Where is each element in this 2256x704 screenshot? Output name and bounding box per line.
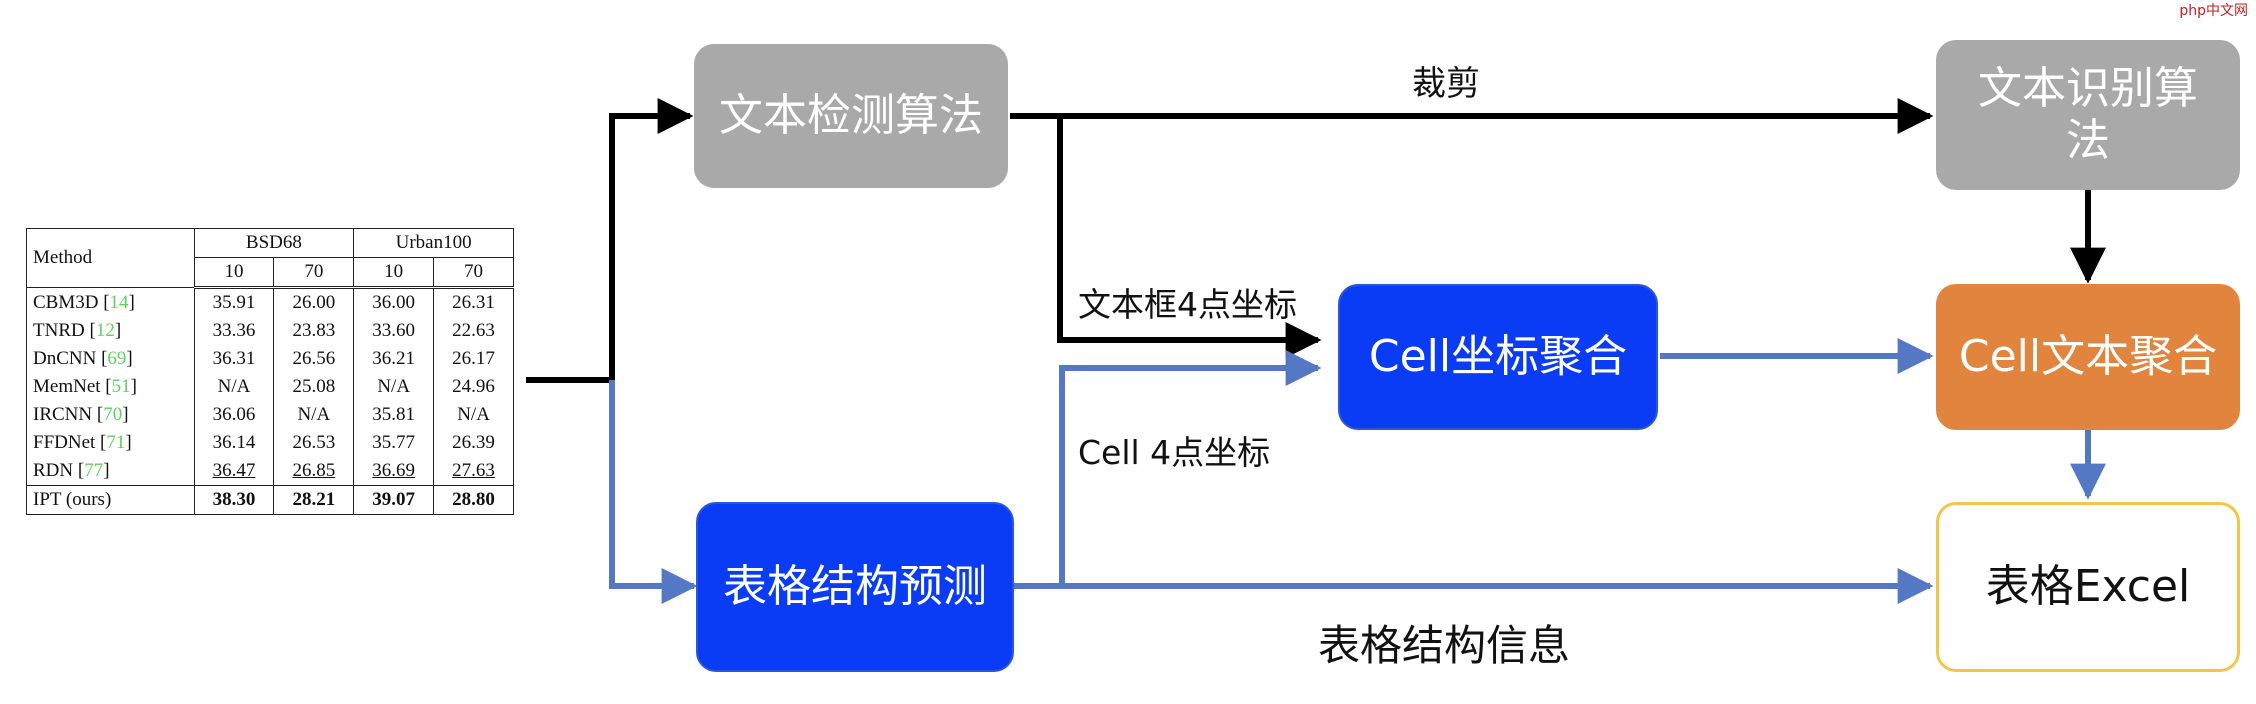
last-row-value: 28.80: [433, 485, 514, 515]
row-method: CBM3D [14]: [26, 287, 195, 317]
row-value: N/A: [353, 373, 435, 401]
row-method-name: IRCNN: [33, 404, 93, 425]
node-text-detection-label: 文本检测算法: [719, 90, 983, 141]
last-row-value: 38.30: [194, 485, 275, 515]
subheader: 70: [273, 257, 355, 289]
row-method: RDN [77]: [26, 457, 195, 486]
row-value: N/A: [457, 404, 490, 425]
row-citation: 69: [107, 348, 127, 369]
node-text-detection: 文本检测算法: [694, 44, 1008, 188]
row-value: 36.14: [194, 429, 275, 457]
row-method: FFDNet [71]: [26, 429, 195, 457]
subheader: 10: [353, 257, 435, 289]
node-text-recognition: 文本识别算法: [1936, 40, 2240, 190]
row-value: 26.17: [452, 348, 495, 369]
row-value: 35.81: [353, 401, 435, 429]
row-method: DnCNN [69]: [26, 345, 195, 373]
row-method-name: DnCNN: [33, 348, 97, 369]
row-value: 36.47: [194, 457, 275, 486]
node-text-recognition-label: 文本识别算法: [1978, 63, 2198, 166]
row-citation: 51: [111, 376, 131, 397]
method-header: Method: [26, 228, 195, 288]
row-value: 33.36: [194, 317, 275, 345]
watermark-logo: php中文网: [2179, 3, 2248, 19]
node-cell-coord-aggregation: Cell坐标聚合: [1338, 284, 1658, 430]
results-table: Method BSD68 Urban100 10 70 10 70 CBM3D …: [26, 228, 514, 515]
row-value: 36.31: [194, 345, 275, 373]
row-citation: 14: [109, 291, 129, 313]
subheader: 70: [433, 257, 514, 289]
arrow-table-to-structure: [609, 380, 698, 604]
node-table-excel-label: 表格Excel: [1985, 561, 2191, 612]
node-cell-coord-aggregation-label: Cell坐标聚合: [1368, 331, 1628, 382]
subheader: 10: [194, 257, 275, 289]
row-method-name: RDN: [33, 460, 74, 481]
row-value: 36.21: [353, 345, 435, 373]
last-row-method: IPT (ours): [26, 485, 195, 515]
row-method: MemNet [51]: [26, 373, 195, 401]
row-value: N/A: [194, 373, 275, 401]
node-cell-text-aggregation: Cell文本聚合: [1936, 284, 2240, 430]
node-cell-text-aggregation-label: Cell文本聚合: [1958, 331, 2218, 382]
row-value: N/A: [273, 401, 355, 429]
row-value: 36.06: [194, 401, 275, 429]
row-value: 25.08: [273, 373, 355, 401]
arrow-table-to-detection: [526, 98, 694, 383]
row-value: 35.91: [194, 287, 275, 317]
row-method-name: MemNet: [33, 376, 101, 397]
arrow-structure-to-cell-coord: [1059, 350, 1322, 586]
row-method: TNRD [12]: [26, 317, 195, 345]
row-value: 36.00: [353, 287, 435, 317]
row-value: 26.53: [273, 429, 355, 457]
group-header-bsd68: BSD68: [194, 228, 355, 258]
row-value: 26.56: [273, 345, 355, 373]
row-value: 22.63: [452, 320, 495, 341]
node-table-structure-prediction: 表格结构预测: [696, 502, 1014, 672]
row-method-name: CBM3D: [33, 291, 99, 313]
row-citation: 70: [103, 404, 123, 425]
edge-label-table-structure-info: 表格结构信息: [1318, 621, 1571, 670]
row-value: 26.00: [273, 287, 355, 317]
last-row-value: 39.07: [353, 485, 435, 515]
row-value: 27.63: [452, 460, 495, 481]
row-value: 26.85: [273, 457, 355, 486]
row-value: 24.96: [452, 376, 495, 397]
row-citation: 12: [95, 320, 115, 341]
group-header-urban100: Urban100: [353, 228, 514, 258]
arrow-detection-to-cell-coord: [1057, 116, 1322, 358]
row-value: 33.60: [353, 317, 435, 345]
row-citation: 71: [106, 432, 126, 453]
row-value: 23.83: [273, 317, 355, 345]
edge-label-cell-4pt-coords: Cell 4点坐标: [1078, 433, 1271, 472]
node-table-structure-prediction-label: 表格结构预测: [723, 561, 987, 612]
row-method-name: TNRD: [33, 320, 85, 341]
row-value: 26.39: [452, 432, 495, 453]
row-citation: 77: [84, 460, 104, 481]
row-value: 26.31: [452, 292, 495, 313]
edge-label-crop: 裁剪: [1412, 64, 1480, 104]
row-method-name: FFDNet: [33, 432, 96, 453]
edge-label-box-4pt-coords: 文本框4点坐标: [1078, 285, 1297, 324]
node-table-excel: 表格Excel: [1936, 502, 2240, 672]
row-method: IRCNN [70]: [26, 401, 195, 429]
last-row-value: 28.21: [273, 485, 355, 515]
row-value: 36.69: [353, 457, 435, 486]
row-value: 35.77: [353, 429, 435, 457]
